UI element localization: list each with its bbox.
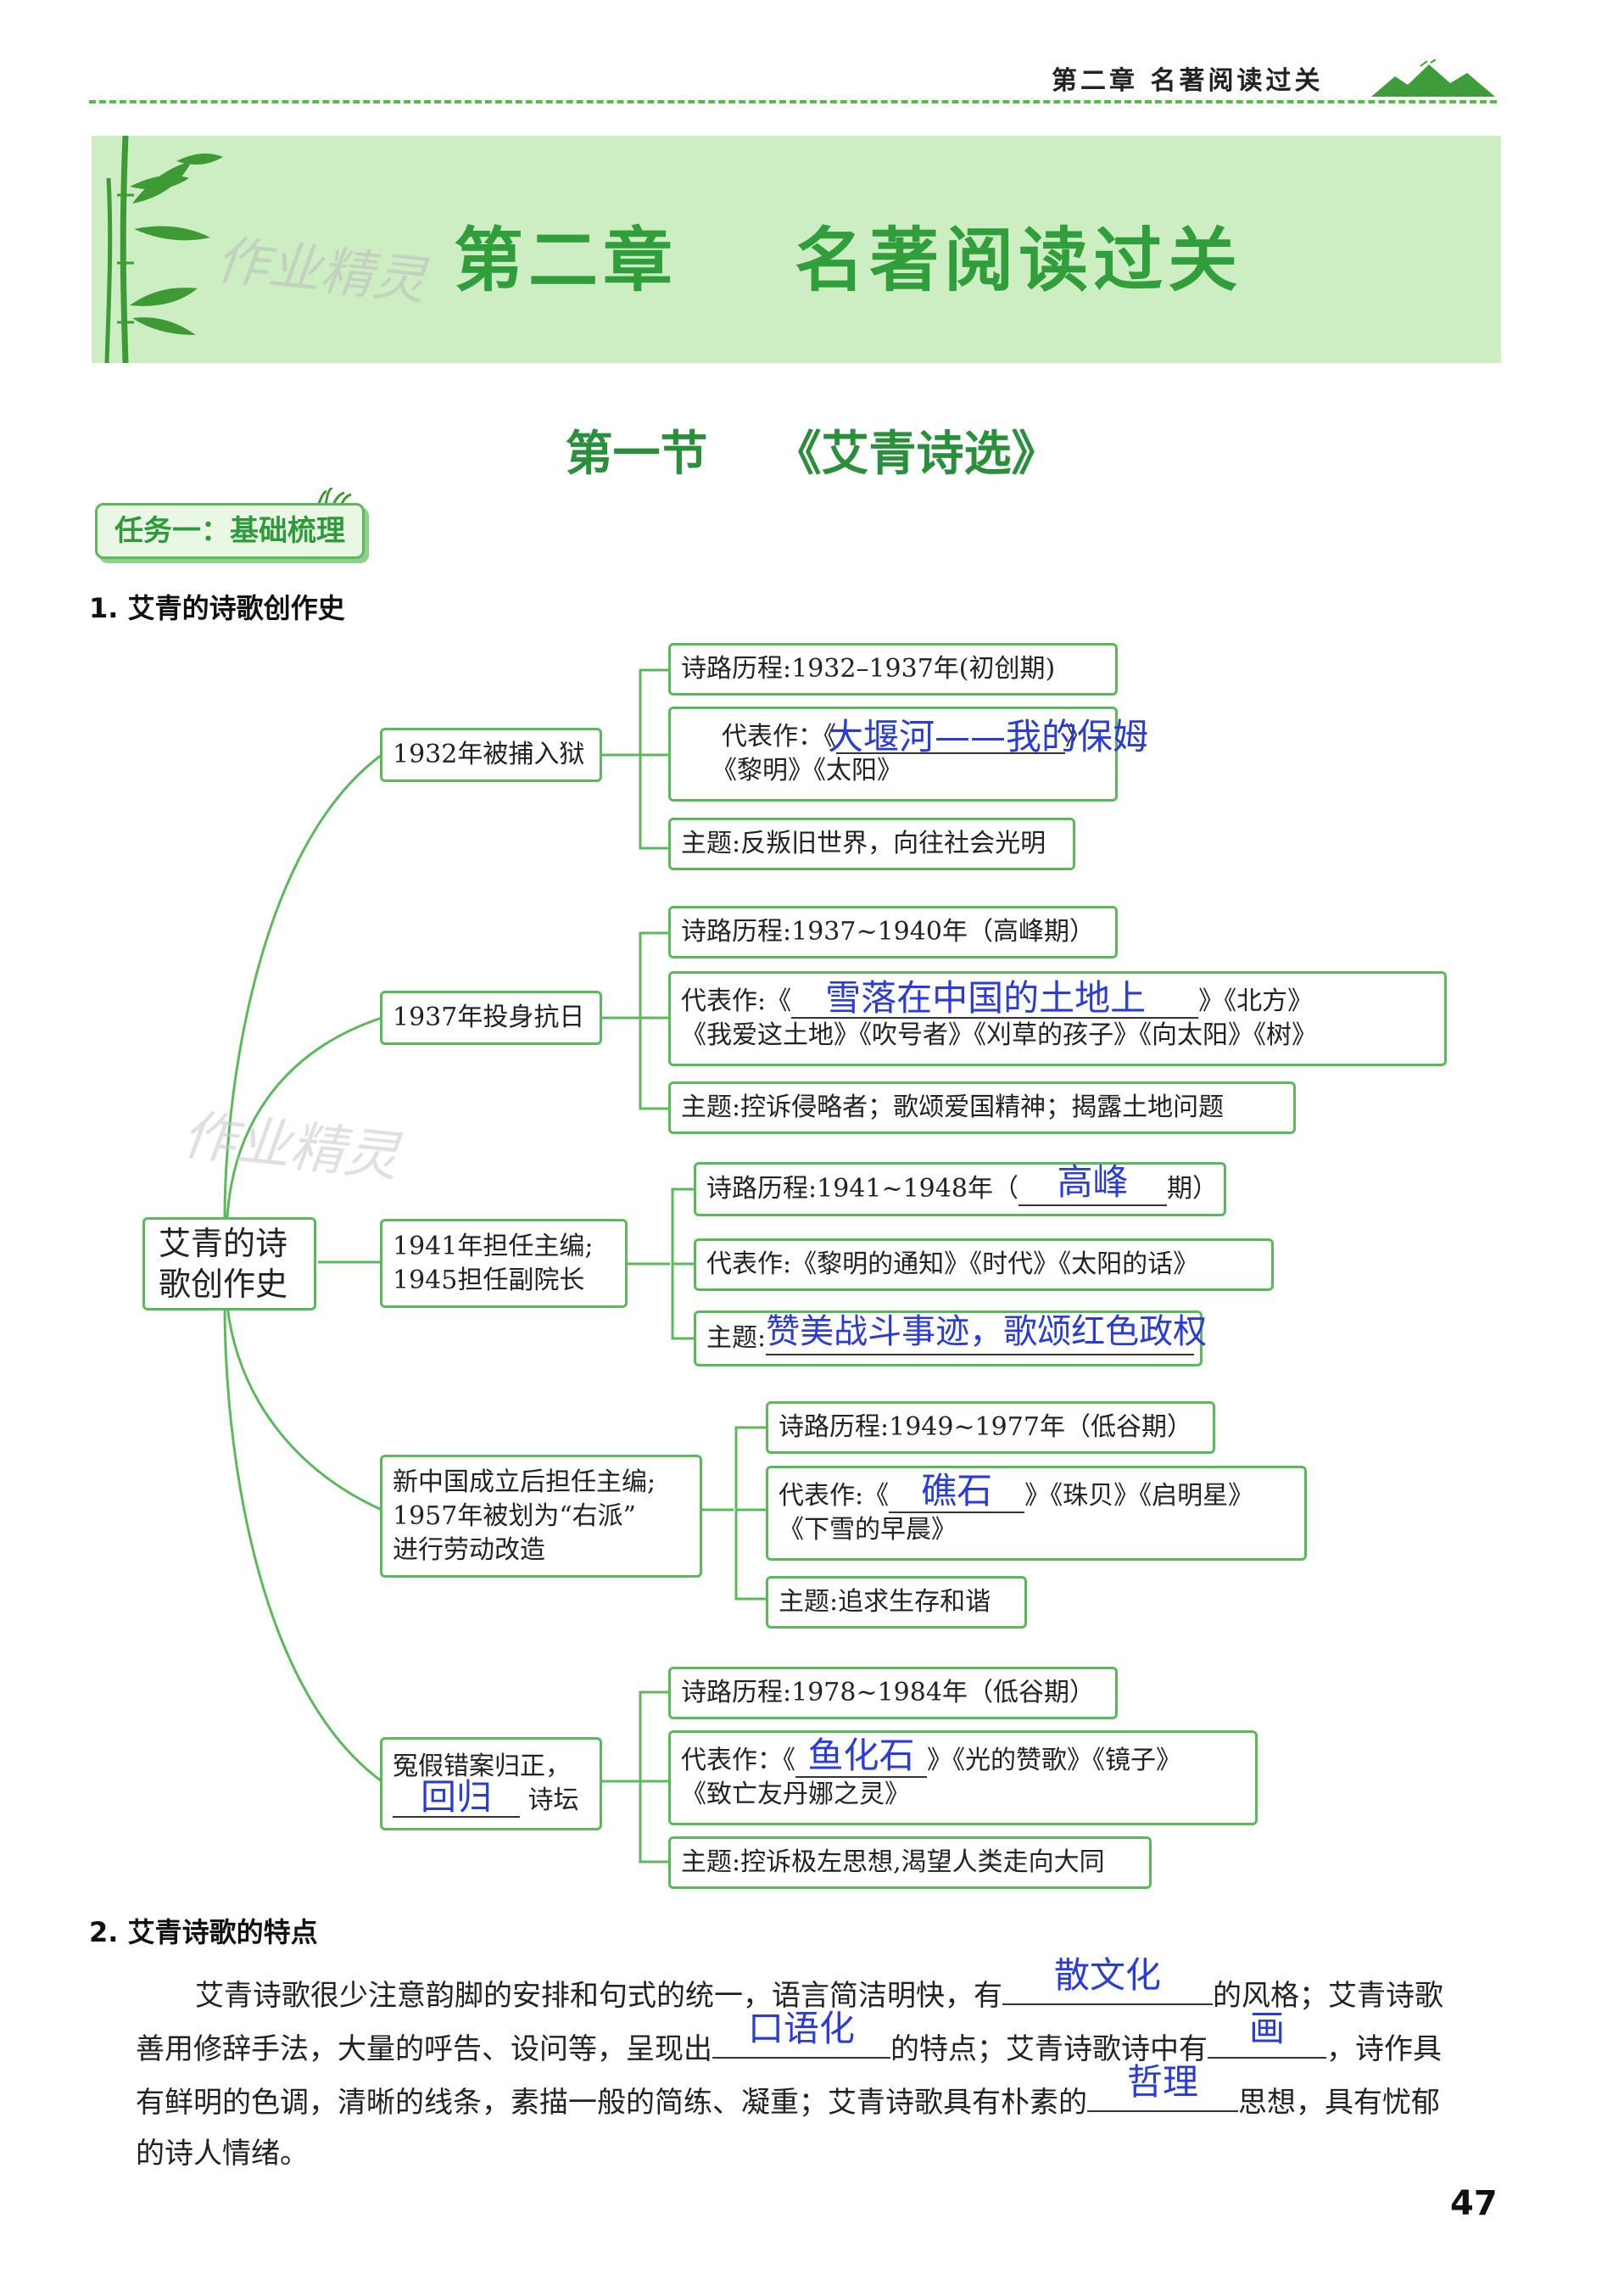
answer-handwriting: 哲理 (1126, 2061, 1198, 2103)
answer-handwriting: 大堰河——我的保姆 (828, 716, 1149, 757)
branch1-theme: 主题:反叛旧世界，向往社会光明 (668, 818, 1075, 870)
page-number: 47 (1450, 2184, 1498, 2223)
branch4-works: 代表作:《礁石》《珠贝》《启明星》 《下雪的早晨》 (766, 1466, 1307, 1561)
branch1-label: 1932年被捕入狱 (380, 728, 602, 782)
bamboo-decoration-icon (104, 136, 223, 363)
root-line2: 歌创作史 (159, 1266, 288, 1303)
branch3-works: 代表作:《黎明的通知》《时代》《太阳的话》 (694, 1238, 1274, 1291)
mountain-icon (1371, 59, 1495, 97)
answer-handwriting: 赞美战斗事迹，歌颂红色政权 (766, 1312, 1208, 1351)
running-header: 第二章 名著阅读过关 (1052, 66, 1324, 96)
branch4-theme: 主题:追求生存和谐 (766, 1576, 1027, 1629)
para-line-3: 有鲜明的色调，清晰的线条，素描一般的简练、凝重；艾青诗歌具有朴素的哲理思想，具有… (136, 2061, 1440, 2121)
branch5-label: 冤假错案归正， 回归 诗坛 (380, 1737, 602, 1830)
para-line-4: 的诗人情绪。 (136, 2137, 309, 2171)
branch2-theme: 主题:控诉侵略者；歌颂爱国精神；揭露土地问题 (668, 1081, 1296, 1134)
answer-handwriting: 口语化 (747, 2008, 855, 2049)
branch3-theme: 主题:赞美战斗事迹，歌颂红色政权 (694, 1310, 1207, 1366)
answer-handwriting: 鱼化石 (807, 1735, 915, 1776)
header-divider (89, 100, 1497, 103)
grass-icon (316, 488, 352, 507)
branch2-course: 诗路历程:1937~1940年（高峰期） (668, 906, 1118, 958)
branch1-course: 诗路历程:1932–1937年(初创期) (668, 643, 1118, 696)
para-line-2: 善用修辞手法，大量的呼告、设问等，呈现出口语化的特点；艾青诗歌诗中有画，诗作具 (136, 2008, 1442, 2067)
answer-handwriting: 画 (1248, 2008, 1285, 2049)
answer-handwriting: 礁石 (921, 1470, 993, 1512)
root-line1: 艾青的诗 (159, 1225, 288, 1262)
answer-handwriting: 雪落在中国的土地上 (825, 977, 1147, 1019)
para-line-1: 艾青诗歌很少注意韵脚的安排和句式的统一，语言简洁明快，有散文化的风格；艾青诗歌 (195, 1954, 1443, 2014)
answer-handwriting: 散文化 (1053, 1954, 1161, 1996)
branch5-works: 代表作：《鱼化石》《光的赞歌》《镜子》 《致亡友丹娜之灵》 (668, 1730, 1258, 1825)
branch5-theme: 主题:控诉极左思想,渴望人类走向大同 (668, 1836, 1152, 1889)
answer-handwriting: 回归 (420, 1776, 492, 1818)
chapter-banner (92, 136, 1501, 363)
branch3-course: 诗路历程:1941~1948年（高峰期） (694, 1162, 1226, 1216)
branch2-label: 1937年投身抗日 (380, 991, 602, 1045)
chapter-title: 第二章 名著阅读过关 (454, 221, 1243, 301)
part1-heading: 1. 艾青的诗歌创作史 (89, 592, 345, 624)
branch1-works: 代表作：《大堰河——我的保姆》 《黎明》《太阳》 (668, 707, 1148, 802)
branch3-label: 1941年担任主编; 1945担任副院长 (380, 1219, 628, 1308)
branch4-label: 新中国成立后担任主编; 1957年被划为“右派” 进行劳动改造 (380, 1455, 702, 1578)
task-label: 任务一：基础梳理 (95, 503, 365, 559)
branch4-course: 诗路历程:1949~1977年（低谷期） (766, 1401, 1215, 1454)
mindmap-root: 艾青的诗 歌创作史 (142, 1217, 316, 1310)
answer-handwriting: 高峰 (1057, 1161, 1129, 1203)
branch2-works: 代表作:《雪落在中国的土地上》《北方》 《我爱这土地》《吹号者》《刈草的孩子》《… (668, 971, 1447, 1066)
section-title: 第一节 《艾青诗选》 (565, 426, 1059, 482)
part2-heading: 2. 艾青诗歌的特点 (89, 1916, 318, 1948)
branch5-course: 诗路历程:1978~1984年（低谷期） (668, 1667, 1118, 1719)
